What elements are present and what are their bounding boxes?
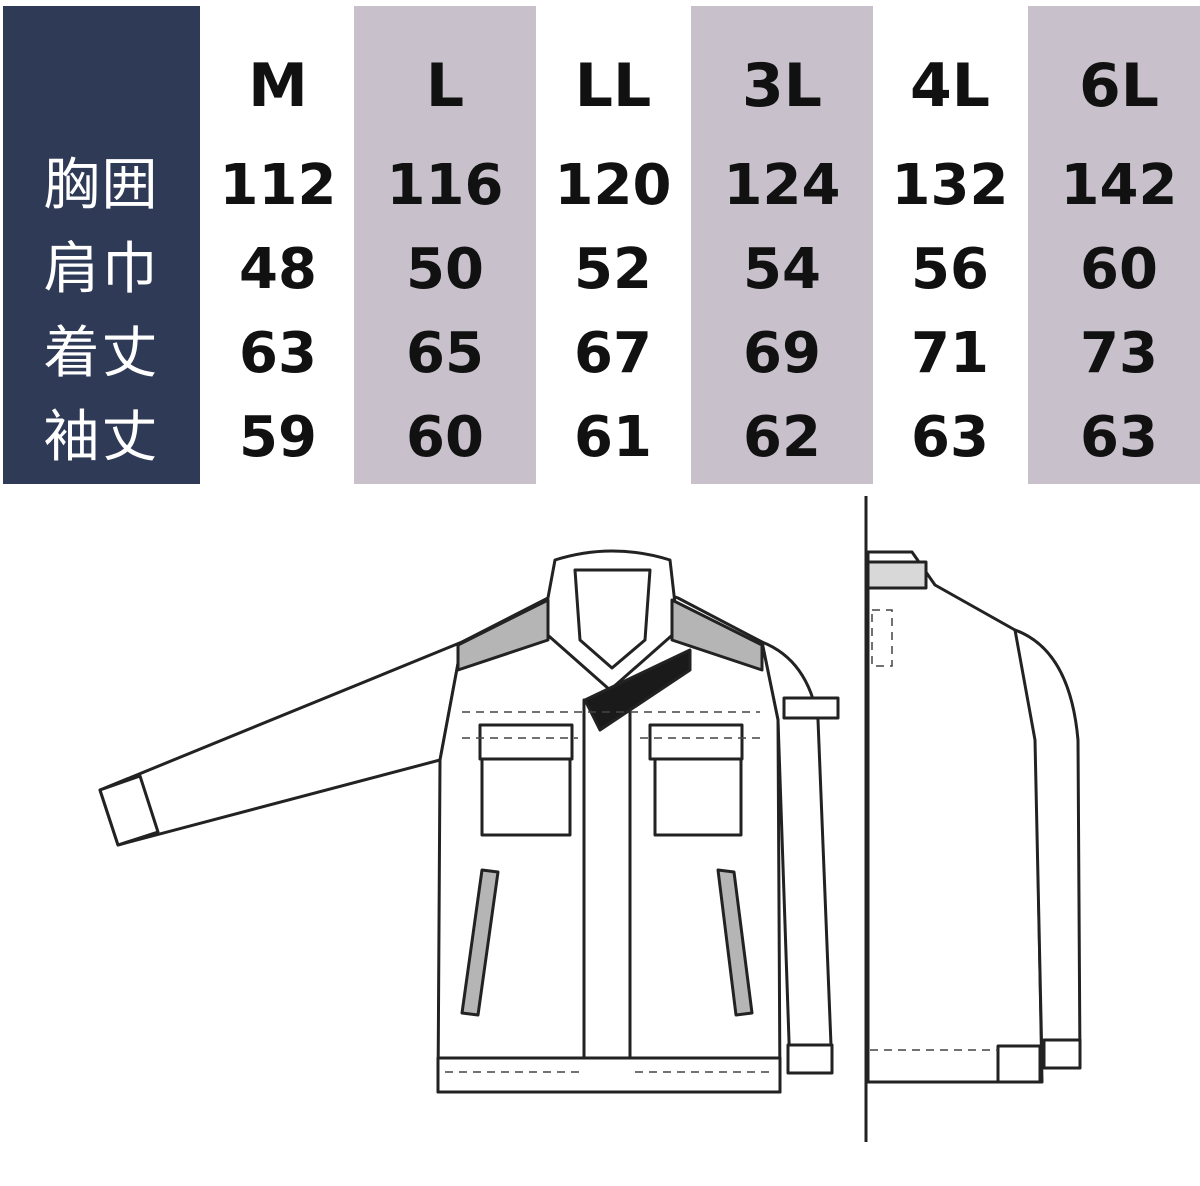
- cell-shoulder: 56: [911, 237, 989, 302]
- cell-chest: 132: [891, 153, 1009, 218]
- row-label-length: 着丈: [43, 321, 160, 386]
- right-chest-flap: [648, 723, 744, 761]
- jacket-illustration: [98, 496, 1082, 1142]
- cell-shoulder: 52: [574, 237, 652, 302]
- cell-length: 63: [239, 321, 317, 386]
- left-yoke-reflector: [456, 598, 550, 672]
- size-column-ll: LL 120 52 67 61: [522, 6, 704, 484]
- cell-chest: 112: [219, 153, 337, 218]
- right-cuff: [786, 1043, 834, 1075]
- size-column-4l: 4L 132 56 71 63: [859, 6, 1041, 484]
- collar-inner: [573, 568, 652, 670]
- cell-sleeve: 60: [406, 405, 484, 470]
- back-cuff: [1042, 1038, 1082, 1070]
- back-hem-band: [996, 1044, 1042, 1084]
- cell-length: 73: [1080, 321, 1158, 386]
- cell-length: 69: [743, 321, 821, 386]
- back-collar-band: [866, 560, 928, 590]
- cell-sleeve: 63: [1080, 405, 1158, 470]
- cell-shoulder: 50: [406, 237, 484, 302]
- size-header: 6L: [1079, 51, 1159, 121]
- row-label-column: 胸囲 肩巾 着丈 袖丈: [3, 6, 200, 484]
- cell-length: 67: [574, 321, 652, 386]
- size-header: M: [248, 51, 308, 121]
- cell-chest: 124: [723, 153, 841, 218]
- size-column-6l: 6L 142 60 73 63: [1028, 6, 1200, 484]
- size-chart-table: 胸囲 肩巾 着丈 袖丈 M 112 48 63 59 L 116 50 65 6…: [0, 0, 1200, 484]
- cell-shoulder: 54: [743, 237, 821, 302]
- cell-sleeve: 61: [574, 405, 652, 470]
- row-label-shoulder: 肩巾: [43, 237, 160, 302]
- front-placket: [582, 698, 632, 1094]
- size-column-l: L 116 50 65 60: [354, 6, 536, 484]
- size-column-3l: 3L 124 54 69 62: [691, 6, 873, 484]
- row-label-chest: 胸囲: [43, 153, 160, 218]
- left-chest-pocket: [480, 757, 572, 837]
- right-side-reflector: [716, 868, 754, 1017]
- left-chest-flap: [478, 723, 574, 761]
- cell-chest: 116: [386, 153, 504, 218]
- row-label-sleeve: 袖丈: [43, 405, 160, 470]
- cell-sleeve: 63: [911, 405, 989, 470]
- size-header: 3L: [742, 51, 822, 121]
- size-header: LL: [574, 51, 652, 121]
- left-sleeve: [98, 640, 464, 847]
- size-column-m: M 112 48 63 59: [187, 6, 369, 484]
- left-cuff: [98, 774, 160, 847]
- cell-length: 65: [406, 321, 484, 386]
- size-header: 4L: [910, 51, 990, 121]
- cell-shoulder: 48: [239, 237, 317, 302]
- cell-chest: 142: [1060, 153, 1178, 218]
- left-side-reflector: [460, 868, 500, 1017]
- right-yoke-reflector: [670, 598, 764, 672]
- zipper-tab: [583, 648, 692, 732]
- size-header: L: [425, 51, 465, 121]
- cell-sleeve: 59: [239, 405, 317, 470]
- sleeve-tab: [782, 696, 840, 720]
- hem-band: [436, 1056, 782, 1094]
- cell-length: 71: [911, 321, 989, 386]
- cell-chest: 120: [554, 153, 672, 218]
- right-chest-pocket: [653, 757, 743, 837]
- cell-shoulder: 60: [1080, 237, 1158, 302]
- cell-sleeve: 62: [743, 405, 821, 470]
